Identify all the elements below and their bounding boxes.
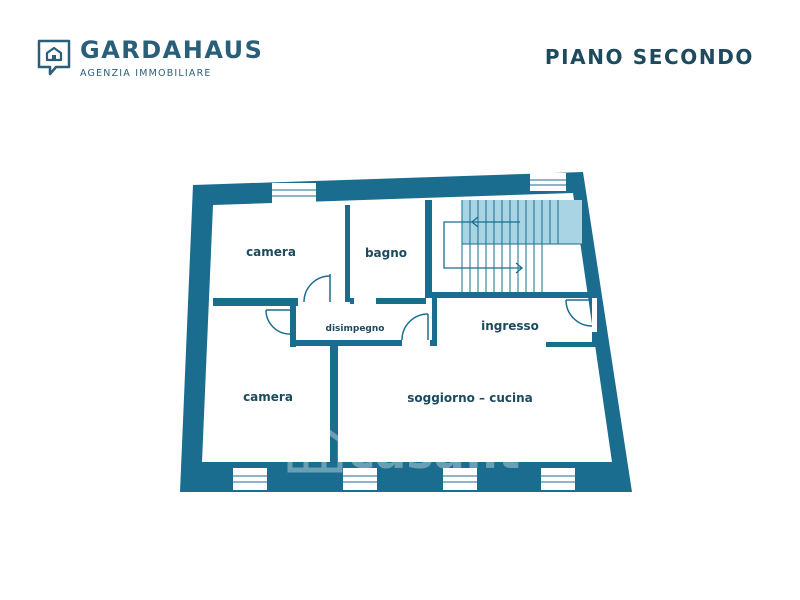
door-camera-bottom (265, 309, 291, 335)
door-disimpegno (401, 313, 430, 346)
brand-name: GARDAHAUS (80, 36, 264, 64)
outer-wall (180, 172, 632, 492)
floor-title: PIANO SECONDO (544, 45, 754, 69)
brand-tagline: AGENZIA IMMOBILIARE (80, 68, 212, 79)
room-label-disimpegno: disimpegno (326, 324, 385, 334)
door-bagno (354, 298, 376, 304)
door-camera-top (303, 274, 332, 306)
room-label-camera-bottom: camera (243, 390, 293, 404)
window-top-right (530, 173, 566, 191)
window-bottom-4 (541, 468, 575, 490)
stair-arrow-icon (443, 216, 524, 274)
staircase (443, 200, 582, 292)
window-bottom-2 (343, 468, 377, 490)
room-label-ingresso: ingresso (481, 319, 539, 333)
window-bottom-1 (233, 468, 267, 490)
house-logo-icon (37, 39, 71, 76)
watermark-text: casa.it (348, 425, 520, 479)
windows (233, 173, 575, 490)
watermark: casa.it (287, 418, 520, 479)
room-label-soggiorno: soggiorno – cucina (407, 391, 533, 405)
door-ingresso (565, 298, 597, 332)
room-label-camera-top: camera (246, 245, 296, 259)
window-bottom-3 (443, 468, 477, 490)
doors (265, 274, 597, 346)
window-top-left (272, 183, 316, 203)
watermark-house-icon (287, 418, 343, 473)
room-label-bagno: bagno (365, 246, 407, 260)
